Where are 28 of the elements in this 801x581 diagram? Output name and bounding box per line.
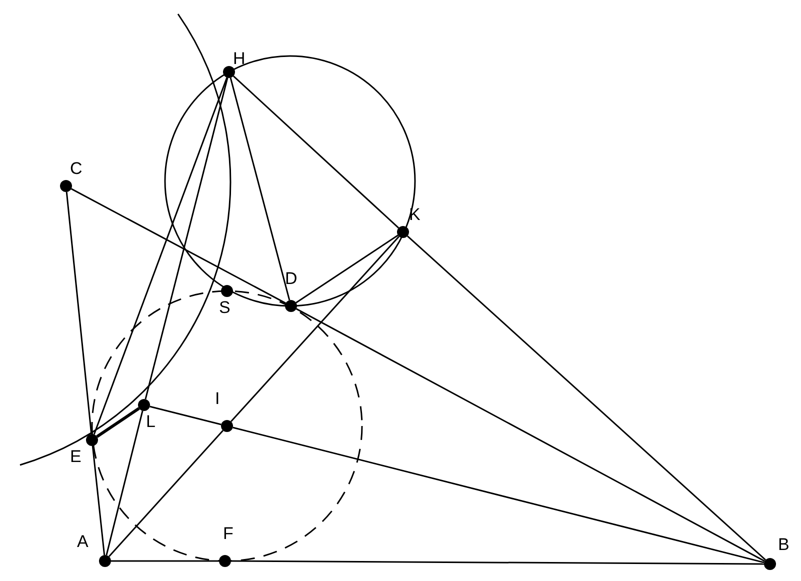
point-label: I: [215, 390, 220, 407]
line-segment: [70, 188, 286, 304]
point-label: S: [219, 299, 230, 316]
line-segment: [232, 426, 764, 564]
line-segment: [111, 560, 219, 562]
point-label: H: [233, 50, 246, 67]
line-segment: [106, 410, 144, 556]
point-label: B: [778, 536, 790, 553]
point-label: D: [285, 270, 298, 287]
point-label: F: [223, 525, 234, 542]
point-label: C: [70, 160, 82, 177]
line-segment: [231, 560, 764, 565]
line-segment: [92, 446, 106, 556]
line-segment: [66, 192, 92, 434]
line-segment: [232, 76, 400, 228]
line-segment: [96, 407, 140, 438]
line-segment: [296, 234, 398, 304]
line-segment: [144, 78, 228, 400]
line-segment: [296, 308, 766, 562]
line-segment: [230, 236, 400, 422]
point-label: A: [77, 533, 88, 550]
point-label: L: [146, 413, 156, 430]
line-segment: [150, 406, 222, 426]
line-segment: [230, 78, 290, 300]
point-label: E: [70, 448, 82, 465]
line-segment: [108, 430, 224, 558]
line-segment: [406, 235, 766, 561]
line-segment: [93, 77, 228, 435]
